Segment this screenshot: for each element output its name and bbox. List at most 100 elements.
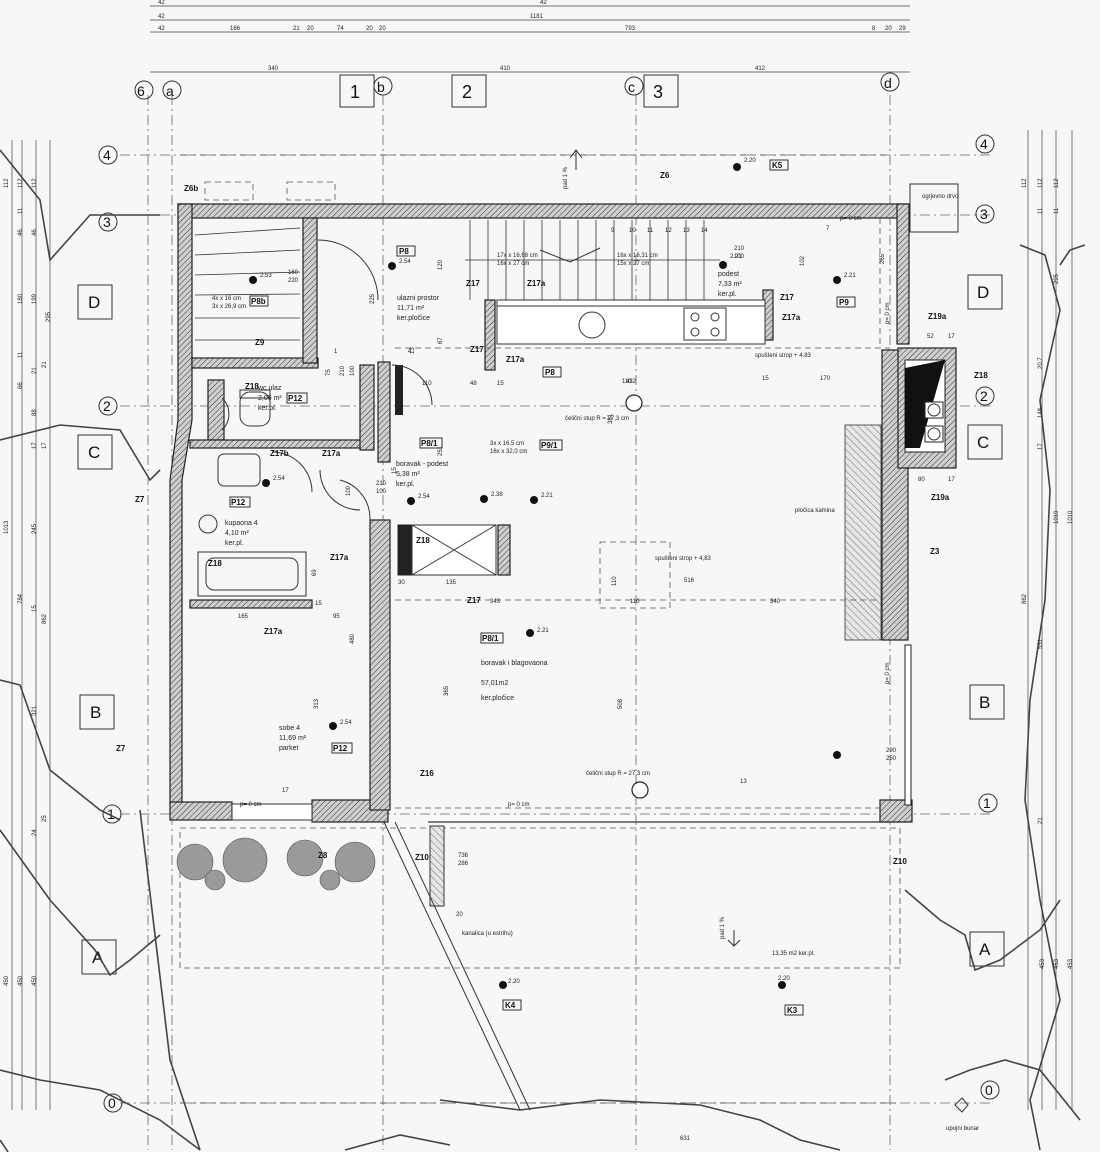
inner-dim: 290 bbox=[886, 748, 897, 754]
level-value: 2.53 bbox=[260, 273, 272, 279]
tag-z17a: Z17a bbox=[322, 449, 341, 458]
tag-z3: Z3 bbox=[930, 547, 940, 556]
room-floor: parket bbox=[279, 745, 299, 752]
threshold-note: p= 0 cm bbox=[840, 216, 862, 222]
inner-dim: 210 bbox=[376, 481, 387, 487]
stair-note: 16x x 32,0 cm bbox=[490, 449, 527, 455]
right-dim: 21 bbox=[1038, 817, 1044, 824]
room-floor: ker.pločice bbox=[397, 315, 430, 322]
slope-note: pad 1 % bbox=[563, 166, 569, 189]
room-floor: ker.pl. bbox=[396, 481, 415, 488]
inner-dim: 17 bbox=[948, 477, 955, 483]
top-dim: 20 bbox=[366, 26, 373, 32]
inner-dim: 110 bbox=[612, 576, 618, 586]
right-dim: 551 bbox=[1038, 638, 1044, 649]
grid-row-label: 2 bbox=[980, 388, 988, 404]
door-mark: 4 bbox=[408, 349, 412, 355]
inner-dim: 210 bbox=[340, 365, 346, 376]
tag-z17a: Z17a bbox=[264, 627, 283, 636]
staircase: 9 10 11 12 13 14 bbox=[194, 220, 720, 341]
bathroom-fixtures bbox=[197, 389, 307, 597]
stair-note: 3x x 16,5 cm bbox=[490, 441, 524, 447]
room-floor: ker.pl. bbox=[258, 405, 277, 412]
left-dim: 17 bbox=[42, 442, 48, 449]
left-dim: 21 bbox=[32, 367, 38, 374]
left-dim: 24 bbox=[32, 829, 38, 836]
doors bbox=[221, 239, 433, 521]
steel-columns bbox=[625, 394, 649, 799]
room-floor: ker.pločice bbox=[481, 695, 514, 702]
tag-p9-1: P9/1 bbox=[541, 441, 558, 450]
ceiling-note: spušteni strop + 4.83 bbox=[755, 353, 812, 359]
left-dim: 450 bbox=[32, 975, 38, 986]
section-marker-right: B bbox=[979, 693, 990, 712]
left-dim: 112 bbox=[18, 178, 24, 188]
inner-dim: 69 bbox=[312, 569, 318, 576]
tag-z18: Z18 bbox=[416, 536, 430, 545]
inner-dim: 516 bbox=[684, 578, 695, 584]
grid-column-label: b bbox=[377, 79, 385, 95]
right-dim: 453 bbox=[1068, 958, 1074, 969]
inner-dim: 102 bbox=[800, 255, 806, 266]
room-labels: ulazni prostor 11,71 m² ker.pločice P8 w… bbox=[225, 245, 742, 754]
room-name: podest bbox=[718, 271, 739, 278]
door-mark: 1 bbox=[334, 349, 338, 355]
top-dim: 42 bbox=[158, 14, 165, 20]
room-code: P12 bbox=[231, 498, 246, 507]
top-dim: 42 bbox=[158, 0, 165, 6]
tag-z6: Z6 bbox=[660, 171, 670, 180]
inner-dim: 225 bbox=[370, 293, 376, 304]
left-dim: 321 bbox=[32, 705, 38, 716]
level-value: 2.21 bbox=[537, 628, 549, 634]
inner-dim: 160 bbox=[288, 270, 299, 276]
right-dim: 17 bbox=[1038, 443, 1044, 450]
inner-dim: 381 bbox=[608, 413, 614, 424]
inner-dim: 343 bbox=[490, 599, 501, 605]
grid-row-label: 1 bbox=[107, 806, 115, 822]
column-note: čelični stup R = 27,3 cm bbox=[586, 771, 650, 777]
level-value: 2.54 bbox=[399, 259, 411, 265]
grid-column-label: 1 bbox=[350, 82, 360, 102]
left-dim: 199 bbox=[32, 293, 38, 304]
left-dim: 88 bbox=[32, 409, 38, 416]
right-dim: 453 bbox=[1040, 958, 1046, 969]
window-mark: 17 bbox=[282, 788, 289, 794]
tag-z10: Z10 bbox=[893, 857, 907, 866]
right-dim: 862 bbox=[1022, 593, 1028, 604]
room-floor: ker.pl. bbox=[225, 540, 244, 547]
inner-dim: 286 bbox=[458, 861, 469, 867]
inner-dim: 110 bbox=[622, 379, 632, 385]
stair-number: 9 bbox=[611, 228, 615, 234]
tag-z17a: Z17a bbox=[330, 553, 349, 562]
right-dim: 112 bbox=[1038, 178, 1044, 188]
grid-column-label: a bbox=[166, 83, 174, 99]
level-value: 2.20 bbox=[744, 158, 756, 164]
section-marker-right: D bbox=[977, 283, 989, 302]
tag-z19a: Z19a bbox=[928, 312, 947, 321]
stair-number: 12 bbox=[665, 228, 672, 234]
level-value: 2.21 bbox=[844, 273, 856, 279]
inner-dim: 15 bbox=[762, 376, 769, 382]
inner-dim: 631 bbox=[680, 1136, 691, 1142]
left-dim: 46 bbox=[32, 229, 38, 236]
garden-bushes bbox=[176, 837, 376, 891]
inner-dim: 120 bbox=[438, 259, 444, 270]
top-dim: 20 bbox=[379, 26, 386, 32]
inner-dim: 220 bbox=[288, 278, 299, 284]
inner-dim: 15 bbox=[497, 381, 504, 387]
stair-note: 4x x 16 cm bbox=[212, 296, 241, 302]
left-dim: 17 bbox=[32, 442, 38, 449]
tag-z7: Z7 bbox=[135, 495, 145, 504]
grid-column-label: d bbox=[884, 75, 892, 91]
grid-row-label: 3 bbox=[980, 206, 988, 222]
inner-dim: 15 bbox=[392, 467, 398, 474]
right-dim: 112 bbox=[1054, 178, 1060, 188]
right-dim: 11 bbox=[1038, 207, 1044, 214]
inner-dim: 365 bbox=[444, 685, 450, 696]
top-dim: 340 bbox=[268, 66, 279, 72]
inner-dim: 265 bbox=[880, 253, 886, 264]
inner-dim: 52 bbox=[927, 334, 934, 340]
inner-dim: 48 bbox=[470, 381, 477, 387]
grid-column-label: 3 bbox=[653, 82, 663, 102]
room-code: P12 bbox=[333, 744, 348, 753]
